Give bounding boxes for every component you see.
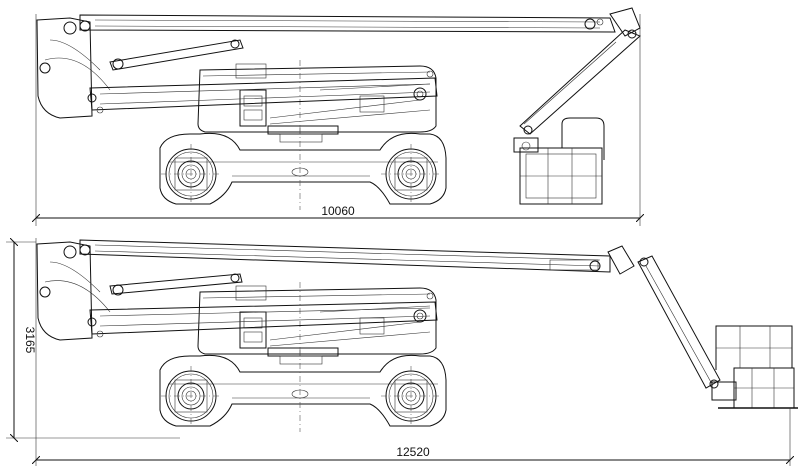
extended-counterweight bbox=[36, 241, 93, 341]
extended-machine-body bbox=[160, 282, 446, 432]
stowed-platform-basket bbox=[513, 117, 605, 205]
extended-upper-boom bbox=[79, 239, 611, 273]
extended-lower-boom bbox=[89, 301, 438, 335]
stowed-lift-cylinder bbox=[109, 39, 244, 71]
extended-view: 3165 12520 bbox=[6, 238, 798, 466]
extended-platform-basket bbox=[711, 325, 798, 409]
stowed-machine-body bbox=[160, 60, 446, 210]
stowed-view: 10060 bbox=[36, 7, 640, 226]
extended-jib bbox=[637, 255, 721, 389]
stowed-length-label: 10060 bbox=[321, 204, 355, 218]
stowed-counterweight bbox=[36, 17, 93, 119]
extended-lift-cylinder bbox=[109, 273, 243, 295]
extended-height-label: 3165 bbox=[23, 327, 37, 354]
stowed-upper-boom bbox=[79, 14, 616, 33]
extended-length-label: 12520 bbox=[396, 445, 430, 459]
stowed-lower-boom bbox=[89, 77, 438, 111]
